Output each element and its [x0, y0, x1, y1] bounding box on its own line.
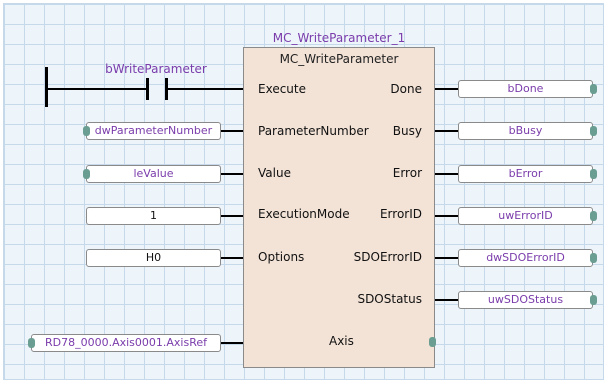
pin-value: Value [258, 166, 291, 180]
input-value[interactable]: leValue [86, 165, 221, 183]
contact-left-bar [146, 78, 149, 100]
connector-axis [28, 338, 35, 348]
pin-parameternumber: ParameterNumber [258, 124, 369, 138]
connector-error [590, 169, 597, 179]
pin-sdostatus: SDOStatus [357, 292, 422, 306]
input-axis[interactable]: RD78_0000.Axis0001.AxisRef [31, 334, 221, 352]
contact-right-bar [165, 78, 168, 100]
wire-options [221, 257, 243, 259]
wire-axis [221, 342, 243, 344]
wire-done [435, 88, 458, 90]
connector-parameternumber [83, 126, 90, 136]
wire-error [435, 173, 458, 175]
rung-wire-left [46, 88, 146, 90]
input-options[interactable]: H0 [86, 249, 221, 267]
function-block-mc-writeparameter[interactable]: MC_WriteParameter Execute ParameterNumbe… [243, 47, 436, 368]
pin-done: Done [390, 82, 422, 96]
wire-busy [435, 130, 458, 132]
output-done[interactable]: bDone [458, 80, 593, 98]
wire-sdostatus [435, 299, 458, 301]
contact-bwriteparameter[interactable] [143, 74, 171, 104]
output-busy[interactable]: bBusy [458, 122, 593, 140]
wire-sdoerrorid [435, 257, 458, 259]
output-errorid[interactable]: uwErrorID [458, 207, 593, 225]
pin-sdoerrorid: SDOErrorID [353, 250, 422, 264]
wire-parameternumber [221, 130, 243, 132]
pin-options: Options [258, 250, 305, 264]
connector-busy [590, 126, 597, 136]
fb-type-name: MC_WriteParameter [279, 52, 399, 66]
output-sdoerrorid[interactable]: dwSDOErrorID [458, 249, 593, 267]
connector-sdoerrorid [590, 253, 597, 263]
pin-executionmode: ExecutionMode [258, 207, 350, 221]
wire-errorid [435, 215, 458, 217]
wire-value [221, 173, 243, 175]
output-error[interactable]: bError [458, 165, 593, 183]
input-parameternumber[interactable]: dwParameterNumber [86, 122, 221, 140]
connector-sdostatus [590, 295, 597, 305]
pin-error: Error [392, 166, 422, 180]
output-sdostatus[interactable]: uwSDOStatus [458, 291, 593, 309]
contact-label: bWriteParameter [105, 62, 207, 76]
connector-value [83, 169, 90, 179]
left-power-rail [45, 67, 48, 107]
pin-axis: Axis [329, 334, 354, 348]
axis-inout-connector [429, 337, 436, 347]
pin-errorid: ErrorID [379, 207, 422, 221]
connector-done [590, 84, 597, 94]
pin-busy: Busy [392, 124, 422, 138]
connector-errorid [590, 211, 597, 221]
rung-wire-right [168, 88, 244, 90]
pin-execute: Execute [258, 82, 306, 96]
wire-executionmode [221, 215, 243, 217]
fb-instance-name[interactable]: MC_WriteParameter_1 [272, 31, 406, 45]
input-executionmode[interactable]: 1 [86, 207, 221, 225]
